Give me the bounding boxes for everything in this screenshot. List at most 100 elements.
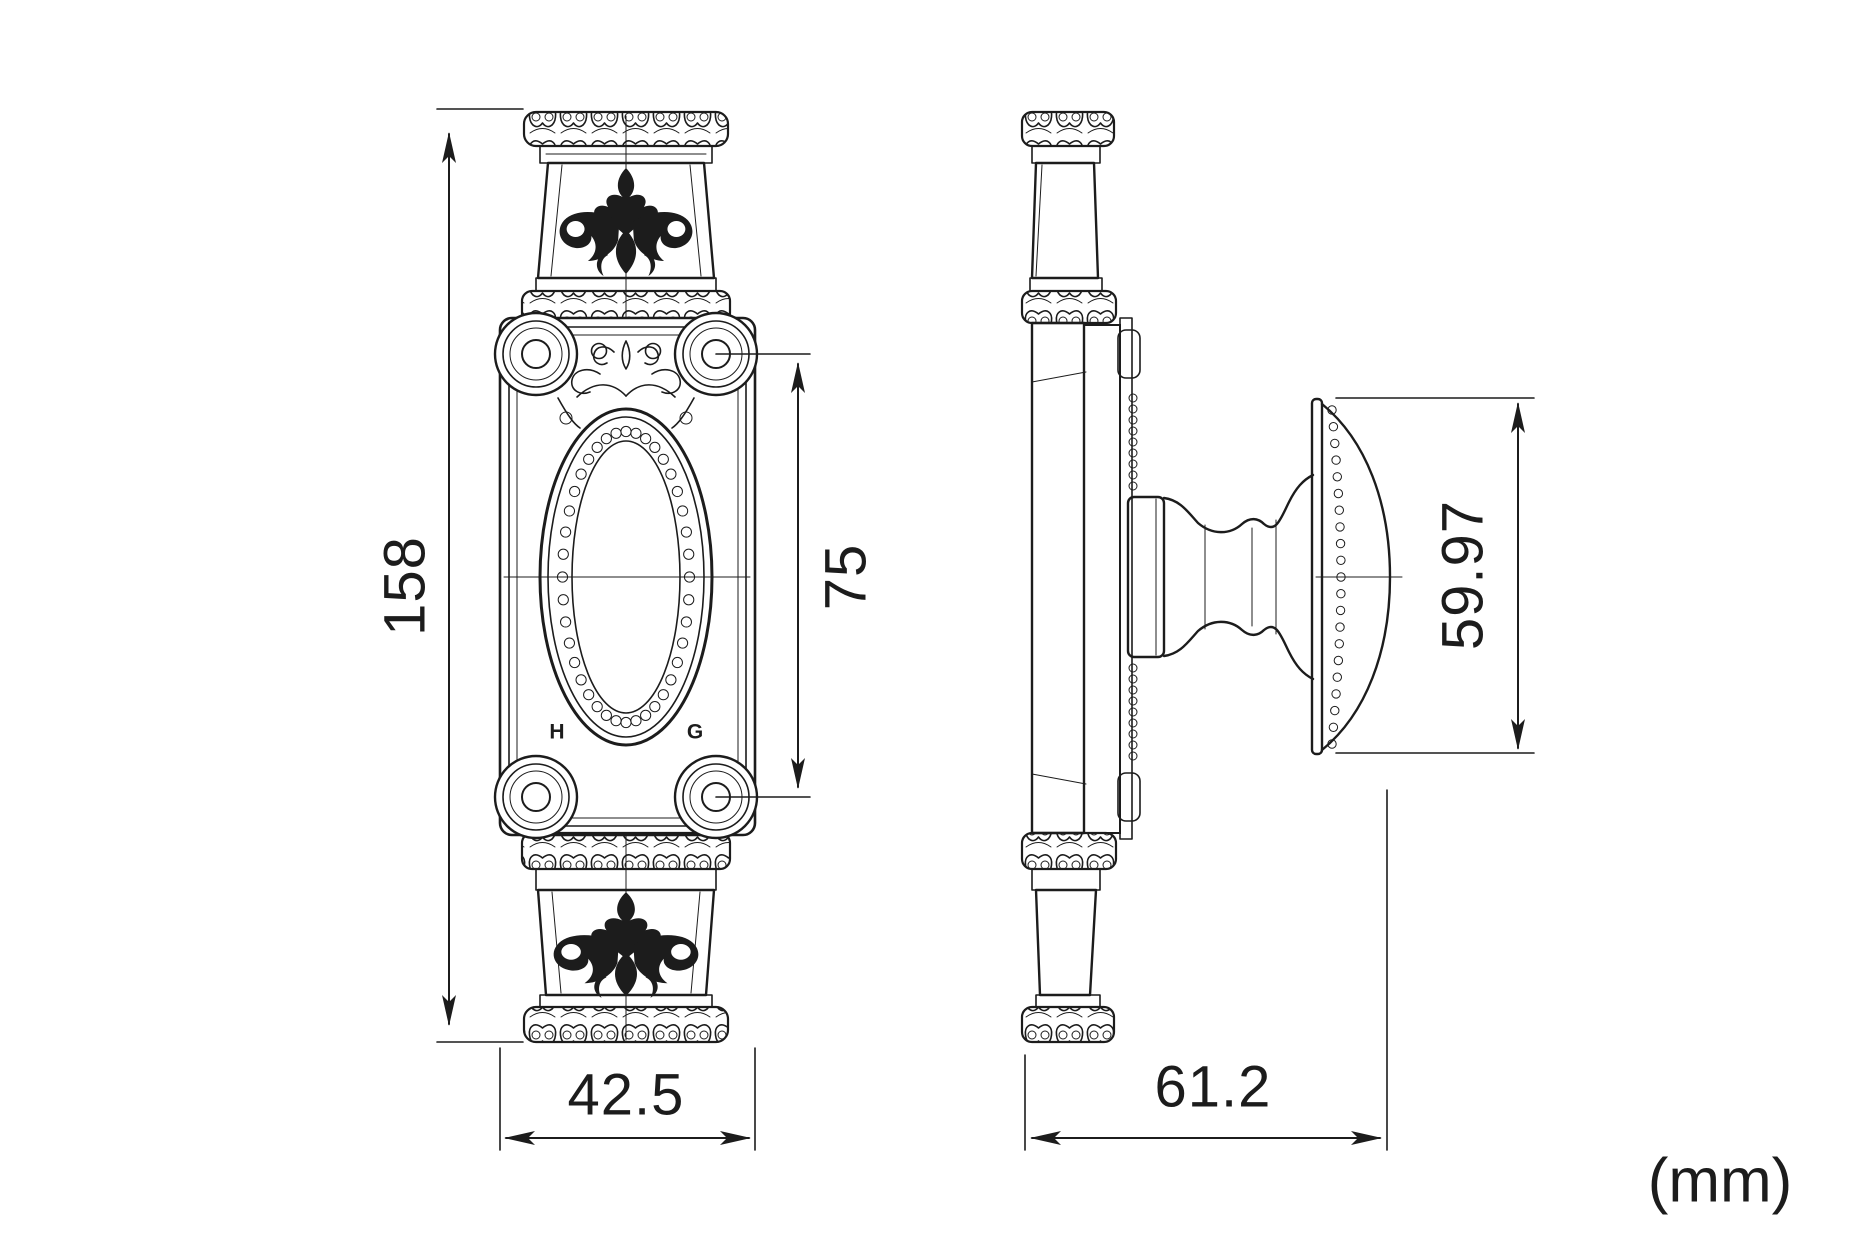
bead	[1128, 448, 1138, 458]
bead	[1330, 705, 1340, 716]
bead	[1128, 696, 1138, 706]
bead	[1333, 488, 1344, 499]
oval-beads	[556, 425, 696, 729]
dim-label-hole-spacing: 75	[813, 544, 878, 611]
bead	[575, 674, 587, 686]
bottom-cap-band	[522, 1005, 730, 1044]
bead	[640, 433, 652, 445]
side-bottom-neck	[1034, 888, 1098, 997]
bead	[657, 453, 669, 465]
side-plate-back	[1030, 321, 1086, 835]
bead	[1128, 426, 1138, 436]
bead	[560, 616, 572, 628]
bead	[1328, 722, 1339, 732]
crest-ornament	[557, 340, 695, 429]
side-top-neck	[1030, 161, 1100, 280]
bead	[1335, 522, 1345, 532]
bead	[575, 468, 587, 480]
dim-label-depth: 61.2	[1155, 1054, 1272, 1119]
bottom-neck-contour-left	[551, 891, 562, 994]
side-bottom-collar	[1031, 868, 1101, 891]
bead	[1333, 655, 1344, 666]
bead	[676, 505, 689, 517]
circle-detail	[590, 342, 608, 360]
bead	[1327, 405, 1337, 415]
path-detail	[592, 346, 615, 366]
dim-height-158: 158	[372, 108, 524, 1043]
side-plate-bevel-top	[1031, 371, 1087, 383]
bead	[1128, 751, 1138, 761]
side-bottom-cap-band	[1020, 1005, 1116, 1044]
side-bead-strip-upper	[1128, 393, 1138, 491]
bead	[1330, 438, 1340, 449]
bead	[1331, 689, 1341, 699]
bead	[1128, 685, 1138, 695]
bead	[1128, 415, 1138, 425]
bead	[683, 594, 695, 606]
circle-detail	[679, 411, 693, 425]
lower-scroll-band	[520, 831, 732, 871]
bottom-damask-ornament	[553, 892, 699, 998]
side-top-neck-contour	[1035, 164, 1043, 277]
bead	[671, 656, 683, 669]
bead	[676, 637, 689, 649]
bead	[1332, 472, 1342, 482]
knob-stem-bottom-profile	[1162, 620, 1315, 681]
bead	[591, 441, 603, 453]
bead	[649, 701, 661, 713]
side-bead-strip-lower	[1128, 663, 1138, 761]
bead	[600, 433, 612, 445]
bead	[569, 485, 581, 498]
bead	[1128, 404, 1138, 414]
dim-label-knob-diameter: 59.97	[1430, 500, 1495, 650]
bead	[563, 505, 576, 517]
bead	[683, 548, 695, 560]
side-bottom-damask	[1072, 891, 1131, 994]
bead	[1335, 605, 1346, 616]
bead	[1336, 589, 1346, 599]
bead	[1332, 672, 1342, 682]
bead	[665, 674, 677, 686]
bead	[1128, 393, 1138, 403]
bead	[630, 427, 642, 439]
rosette-top-left	[493, 311, 579, 397]
bead	[1128, 674, 1138, 684]
side-top-damask	[1074, 170, 1133, 278]
bead	[1128, 437, 1138, 447]
bead	[1335, 538, 1346, 549]
bead	[1335, 622, 1345, 632]
bead	[569, 656, 581, 669]
bead	[610, 715, 622, 727]
rosette-bottom-left	[493, 754, 579, 840]
top-neck-contour-left	[550, 164, 563, 277]
bead	[610, 427, 622, 439]
bead	[557, 594, 569, 606]
bead	[583, 453, 595, 465]
bead	[557, 548, 569, 560]
side-upper-band	[1020, 289, 1118, 325]
bead	[1128, 470, 1138, 480]
unit-label: (mm)	[1648, 1147, 1793, 1216]
side-lower-band	[1020, 831, 1118, 871]
bead	[671, 485, 683, 498]
path-detail	[621, 340, 631, 370]
bead	[591, 701, 603, 713]
path-detail	[625, 384, 676, 398]
bead	[1128, 729, 1138, 739]
side-view	[1020, 110, 1403, 1044]
dim-width-42-5: 42.5	[499, 1047, 756, 1151]
top-cap-band	[522, 110, 730, 148]
path-detail	[557, 397, 581, 429]
knob-disc-beads	[1327, 405, 1346, 749]
dim-label-width: 42.5	[568, 1062, 685, 1127]
dim-depth-61-2: 61.2	[1024, 789, 1388, 1151]
path-detail	[671, 397, 695, 429]
side-plate-panel	[1083, 324, 1121, 834]
circle-detail	[644, 342, 662, 360]
engraving-left: H	[549, 720, 564, 743]
path-detail	[637, 346, 660, 366]
bead	[1334, 639, 1344, 649]
bead	[1128, 459, 1138, 469]
